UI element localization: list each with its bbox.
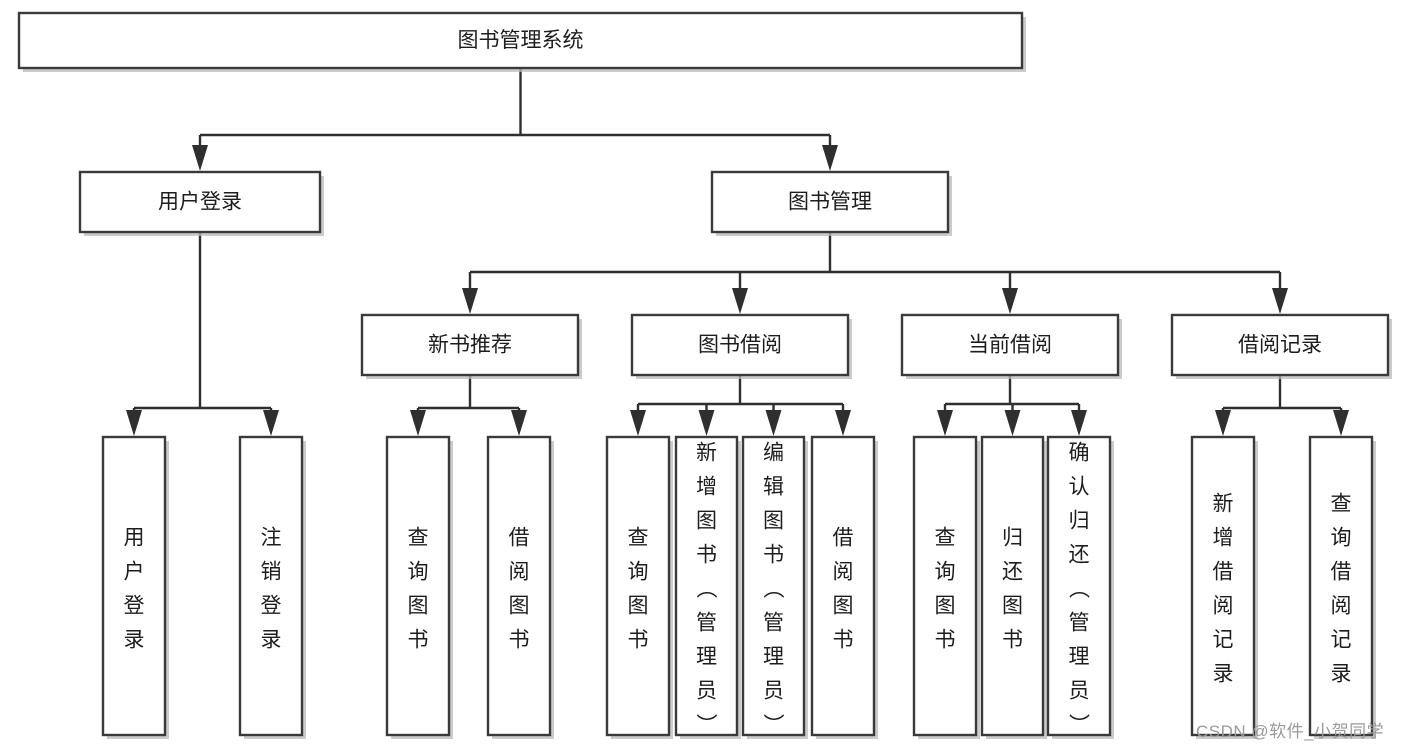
node-box-leaf-edit-book xyxy=(741,435,806,737)
node-box-leaf-add-record xyxy=(1190,435,1256,737)
arrowhead-book-borrow xyxy=(732,288,748,314)
node-box-leaf-return-book xyxy=(980,435,1045,737)
node-root[interactable]: 图书管理系统 xyxy=(17,11,1026,72)
node-leaf-query-record[interactable]: 查询借阅记录 xyxy=(1308,435,1376,739)
node-box-leaf-query-book-1 xyxy=(385,435,451,737)
node-box-leaf-borrow-book-1 xyxy=(486,435,552,737)
arrowhead-leaf-query-book-1 xyxy=(410,410,426,436)
arrowhead-leaf-add-record xyxy=(1215,410,1231,436)
node-label-leaf-user-login: 用户登录 xyxy=(124,527,145,652)
node-label-leaf-borrow-book-1: 借阅图书 xyxy=(509,527,530,652)
node-label-leaf-edit-book: 编辑图书（管理员） xyxy=(763,442,785,737)
node-leaf-query-book-2[interactable]: 查询图书 xyxy=(605,435,673,739)
arrowhead-new-book-rec xyxy=(462,288,478,314)
node-label-leaf-add-book: 新增图书（管理员） xyxy=(696,442,718,737)
node-box-leaf-confirm-return xyxy=(1046,435,1112,737)
node-label-leaf-add-record: 新增借阅记录 xyxy=(1213,493,1234,686)
node-box-leaf-logout xyxy=(238,435,304,737)
node-box-user-login xyxy=(78,170,322,234)
node-leaf-borrow-book-2[interactable]: 借阅图书 xyxy=(810,435,878,739)
node-borrow-record[interactable]: 借阅记录 xyxy=(1170,313,1392,379)
node-user-login[interactable]: 用户登录 xyxy=(78,170,324,236)
node-box-borrow-record xyxy=(1170,313,1390,377)
node-box-leaf-user-login xyxy=(101,435,167,737)
node-label-current-borrow: 当前借阅 xyxy=(968,334,1052,357)
node-label-leaf-query-record: 查询借阅记录 xyxy=(1331,493,1352,686)
node-book-manage[interactable]: 图书管理 xyxy=(710,170,952,236)
arrowhead-leaf-borrow-book-1 xyxy=(511,410,527,436)
node-label-book-borrow: 图书借阅 xyxy=(698,334,782,357)
node-label-leaf-confirm-return: 确认归还（管理员） xyxy=(1069,442,1091,737)
node-box-book-borrow xyxy=(630,313,850,377)
node-label-leaf-logout: 注销登录 xyxy=(261,527,282,652)
connector-layer xyxy=(126,68,1349,436)
node-label-book-manage: 图书管理 xyxy=(788,191,872,214)
arrowhead-leaf-query-record xyxy=(1333,410,1349,436)
node-leaf-edit-book[interactable]: 编辑图书（管理员） xyxy=(741,435,808,739)
node-leaf-confirm-return[interactable]: 确认归还（管理员） xyxy=(1046,435,1114,739)
node-leaf-user-login[interactable]: 用户登录 xyxy=(101,435,169,739)
node-leaf-query-book-3[interactable]: 查询图书 xyxy=(912,435,980,739)
node-new-book-rec[interactable]: 新书推荐 xyxy=(360,313,582,379)
arrowhead-leaf-add-book xyxy=(698,410,715,436)
node-label-borrow-record: 借阅记录 xyxy=(1238,334,1322,357)
node-layer: 图书管理系统用户登录图书管理新书推荐图书借阅当前借阅借阅记录用户登录注销登录查询… xyxy=(17,11,1392,739)
arrowhead-current-borrow xyxy=(1002,288,1018,314)
node-label-leaf-return-book: 归还图书 xyxy=(1002,527,1023,652)
arrowhead-leaf-query-book-2 xyxy=(630,410,646,436)
node-box-leaf-query-book-2 xyxy=(605,435,671,737)
arrowhead-leaf-logout xyxy=(263,410,279,436)
node-box-root xyxy=(17,11,1024,70)
node-label-leaf-query-book-2: 查询图书 xyxy=(628,527,649,652)
arrowhead-borrow-record xyxy=(1272,288,1288,314)
node-box-leaf-borrow-book-2 xyxy=(810,435,876,737)
arrowhead-leaf-confirm-return xyxy=(1071,410,1087,436)
arrowhead-user-login xyxy=(192,145,208,171)
node-box-book-manage xyxy=(710,170,950,234)
node-label-root: 图书管理系统 xyxy=(458,29,584,52)
node-box-new-book-rec xyxy=(360,313,580,377)
arrowhead-leaf-return-book xyxy=(1004,410,1021,436)
node-leaf-return-book[interactable]: 归还图书 xyxy=(980,435,1047,739)
node-label-leaf-query-book-1: 查询图书 xyxy=(408,527,429,652)
node-leaf-logout[interactable]: 注销登录 xyxy=(238,435,306,739)
node-box-leaf-query-book-3 xyxy=(912,435,978,737)
node-box-leaf-add-book xyxy=(674,435,739,737)
node-label-leaf-query-book-3: 查询图书 xyxy=(935,527,956,652)
node-box-leaf-query-record xyxy=(1308,435,1374,737)
arrowhead-leaf-query-book-3 xyxy=(937,410,953,436)
node-current-borrow[interactable]: 当前借阅 xyxy=(900,313,1122,379)
node-leaf-add-book[interactable]: 新增图书（管理员） xyxy=(674,435,741,739)
arrowhead-leaf-borrow-book-2 xyxy=(835,410,851,436)
node-leaf-query-book-1[interactable]: 查询图书 xyxy=(385,435,453,739)
node-label-new-book-rec: 新书推荐 xyxy=(428,334,512,357)
node-box-current-borrow xyxy=(900,313,1120,377)
node-book-borrow[interactable]: 图书借阅 xyxy=(630,313,852,379)
arrowhead-leaf-edit-book xyxy=(765,410,782,436)
node-leaf-add-record[interactable]: 新增借阅记录 xyxy=(1190,435,1258,739)
arrowhead-book-manage xyxy=(822,145,838,171)
node-label-leaf-borrow-book-2: 借阅图书 xyxy=(833,527,854,652)
node-leaf-borrow-book-1[interactable]: 借阅图书 xyxy=(486,435,554,739)
node-label-user-login: 用户登录 xyxy=(158,191,242,214)
arrowhead-leaf-user-login xyxy=(126,410,142,436)
